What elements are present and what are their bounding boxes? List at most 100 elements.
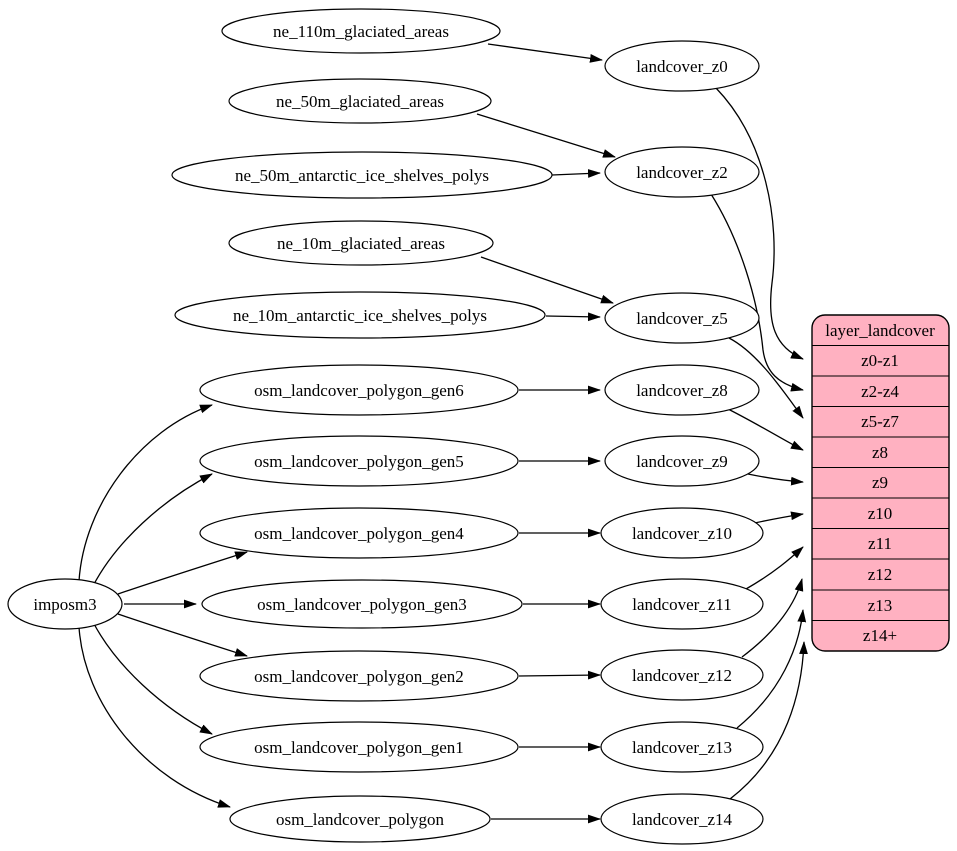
node-ne_10m_antarctic_ice_shelves_polys: ne_10m_antarctic_ice_shelves_polys [174, 291, 546, 339]
edge-ne_50m_glaciated_areas-to-landcover_z2 [476, 113, 616, 158]
edge-group [78, 43, 808, 824]
node-ne_50m_glaciated_areas: ne_50m_glaciated_areas [228, 78, 492, 124]
node-osm_landcover_polygon_gen5-shape [199, 435, 519, 487]
node-landcover_z12: landcover_z12 [600, 649, 764, 701]
edge-landcover_z11-to-row-z11 [745, 546, 804, 590]
node-landcover_z11-label: landcover_z11 [632, 595, 731, 614]
node-osm_landcover_polygon_gen1-shape [199, 721, 519, 773]
node-landcover_z5-shape [604, 292, 760, 344]
node-landcover_z13-label: landcover_z13 [632, 738, 732, 757]
edge-imposm3-to-osm_landcover_polygon [78, 626, 231, 808]
node-landcover_z5-label: landcover_z5 [636, 309, 728, 328]
layer-table-row-z10: z10 [868, 504, 893, 523]
node-landcover_z8-label: landcover_z8 [636, 381, 728, 400]
node-osm_landcover_polygon_gen2-label: osm_landcover_polygon_gen2 [254, 667, 464, 686]
edge-osm_landcover_polygon_gen2-to-landcover_z12 [518, 670, 601, 680]
edge-ne_10m_antarctic_ice_shelves_polys-to-landcover_z5 [545, 312, 601, 322]
layer-table-row-z5-z7: z5-z7 [861, 412, 899, 431]
node-osm_landcover_polygon_gen6-label: osm_landcover_polygon_gen6 [254, 381, 464, 400]
edge-imposm3-to-osm_landcover_polygon_gen1 [92, 621, 213, 735]
node-landcover_z10-shape [600, 507, 764, 559]
node-imposm3-shape [7, 578, 123, 630]
layer-table-row-z2-z4: z2-z4 [861, 382, 899, 401]
layer-table-row-z13: z13 [868, 596, 893, 615]
node-landcover_z8: landcover_z8 [604, 364, 760, 416]
edge-landcover_z14-to-row-z14plus [729, 641, 808, 800]
node-landcover_z12-label: landcover_z12 [632, 666, 732, 685]
node-osm_landcover_polygon_gen4: osm_landcover_polygon_gen4 [199, 507, 519, 559]
edge-ne_110m_glaciated_areas-to-landcover_z0 [487, 43, 603, 63]
node-landcover_z0: landcover_z0 [604, 40, 760, 92]
node-landcover_z13-shape [600, 721, 764, 773]
layer-table-row-z8: z8 [872, 443, 888, 462]
node-imposm3: imposm3 [7, 578, 123, 630]
node-osm_landcover_polygon_gen3-label: osm_landcover_polygon_gen3 [257, 595, 467, 614]
node-landcover_z11-shape [600, 578, 764, 630]
node-osm_landcover_polygon_gen1: osm_landcover_polygon_gen1 [199, 721, 519, 773]
node-osm_landcover_polygon-shape [229, 795, 491, 843]
layer-table-shape [811, 314, 950, 652]
edge-ne_10m_glaciated_areas-to-landcover_z5 [480, 256, 614, 304]
node-landcover_z11: landcover_z11 [600, 578, 764, 630]
node-osm_landcover_polygon: osm_landcover_polygon [229, 795, 491, 843]
node-osm_landcover_polygon_gen4-label: osm_landcover_polygon_gen4 [254, 524, 464, 543]
edge-landcover_z0-to-row-z0-z1 [715, 87, 804, 360]
layer-table-title: layer_landcover [825, 321, 935, 340]
edge-imposm3-to-osm_landcover_polygon_gen2 [117, 613, 248, 657]
node-osm_landcover_polygon_gen6: osm_landcover_polygon_gen6 [199, 364, 519, 416]
node-osm_landcover_polygon_gen4-shape [199, 507, 519, 559]
node-osm_landcover_polygon_gen2: osm_landcover_polygon_gen2 [199, 650, 519, 702]
node-ne_110m_glaciated_areas-label: ne_110m_glaciated_areas [273, 22, 449, 41]
node-landcover_z2: landcover_z2 [604, 146, 760, 198]
node-landcover_z13: landcover_z13 [600, 721, 764, 773]
layer-table-row-z11: z11 [868, 534, 892, 553]
node-ne_110m_glaciated_areas-shape [221, 8, 501, 54]
node-landcover_z12-shape [600, 649, 764, 701]
node-ne_50m_antarctic_ice_shelves_polys: ne_50m_antarctic_ice_shelves_polys [171, 151, 553, 199]
node-landcover_z8-shape [604, 364, 760, 416]
node-landcover_z10: landcover_z10 [600, 507, 764, 559]
node-ne_50m_glaciated_areas-label: ne_50m_glaciated_areas [276, 92, 444, 111]
node-osm_landcover_polygon_gen5-label: osm_landcover_polygon_gen5 [254, 452, 464, 471]
node-osm_landcover_polygon_gen6-shape [199, 364, 519, 416]
node-ne_10m_glaciated_areas-shape [228, 220, 494, 266]
edge-landcover_z2-to-row-z2-z4 [710, 193, 804, 392]
node-landcover_z9-label: landcover_z9 [636, 452, 728, 471]
node-landcover_z14-label: landcover_z14 [632, 810, 733, 829]
layer-table-row-z9: z9 [872, 473, 888, 492]
node-osm_landcover_polygon_gen2-shape [199, 650, 519, 702]
node-landcover_z5: landcover_z5 [604, 292, 760, 344]
node-landcover_z2-shape [604, 146, 760, 198]
node-landcover_z9-shape [604, 435, 760, 487]
node-ne_10m_glaciated_areas-label: ne_10m_glaciated_areas [277, 234, 445, 253]
edge-landcover_z8-to-row-z8 [725, 407, 804, 451]
node-ne_10m_antarctic_ice_shelves_polys-shape [174, 291, 546, 339]
node-landcover_z14-shape [600, 793, 764, 845]
node-osm_landcover_polygon_gen5: osm_landcover_polygon_gen5 [199, 435, 519, 487]
node-ne_110m_glaciated_areas: ne_110m_glaciated_areas [221, 8, 501, 54]
edge-imposm3-to-osm_landcover_polygon_gen6 [78, 404, 213, 582]
layer-table: layer_landcover z0-z1 z2-z4 z5-z7 z8 z9 … [811, 314, 950, 652]
node-osm_landcover_polygon_gen3-shape [201, 579, 523, 629]
node-ne_10m_antarctic_ice_shelves_polys-label: ne_10m_antarctic_ice_shelves_polys [233, 306, 487, 325]
edge-landcover_z5-to-row-z5-z7 [728, 337, 804, 419]
node-ne_50m_glaciated_areas-shape [228, 78, 492, 124]
edge-ne_50m_antarctic_ice_shelves_polys-to-landcover_z2 [551, 169, 601, 178]
edge-imposm3-to-osm_landcover_polygon_gen4 [117, 551, 248, 595]
layer-table-row-z12: z12 [868, 565, 893, 584]
node-ne_50m_antarctic_ice_shelves_polys-shape [171, 151, 553, 199]
node-imposm3-label: imposm3 [33, 595, 96, 614]
layer-table-row-z0-z1: z0-z1 [861, 351, 899, 370]
edge-landcover_z13-to-row-z13 [736, 609, 807, 729]
node-landcover_z2-label: landcover_z2 [636, 163, 728, 182]
edge-landcover_z9-to-row-z9 [747, 473, 804, 486]
layer-table-row-z14plus: z14+ [863, 626, 897, 645]
node-landcover_z14: landcover_z14 [600, 793, 764, 845]
edge-imposm3-to-osm_landcover_polygon_gen5 [92, 473, 213, 587]
edge-landcover_z12-to-row-z12 [741, 578, 804, 658]
node-osm_landcover_polygon_gen1-label: osm_landcover_polygon_gen1 [254, 738, 464, 757]
node-ne_50m_antarctic_ice_shelves_polys-label: ne_50m_antarctic_ice_shelves_polys [235, 166, 489, 185]
